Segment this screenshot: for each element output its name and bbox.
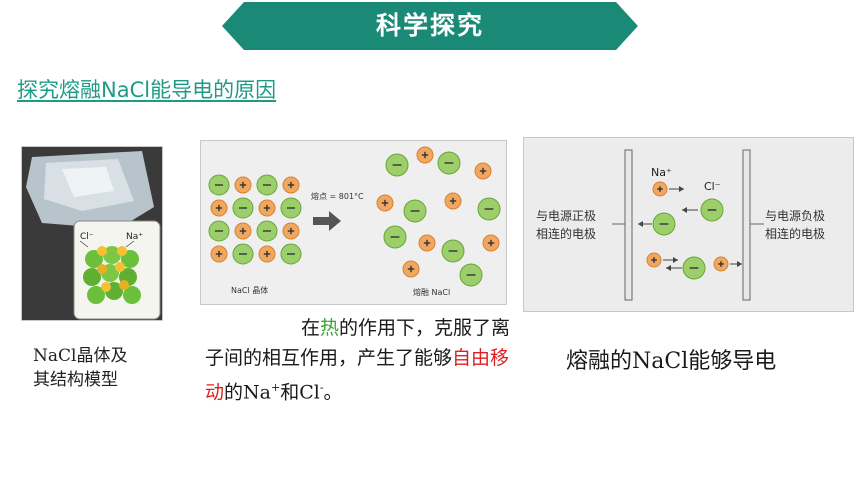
minus-icon xyxy=(280,243,302,265)
heat-highlight: 热 xyxy=(320,317,340,339)
minus-icon xyxy=(441,239,465,263)
minus-icon xyxy=(232,243,254,265)
banner-title: 科学探究 xyxy=(375,11,484,40)
minus-icon xyxy=(280,197,302,219)
cell-na-label: Na⁺ xyxy=(651,166,672,179)
plus-icon xyxy=(646,252,662,268)
free-moving-highlight: 自由移动 xyxy=(205,347,510,404)
plus-icon xyxy=(416,146,434,164)
negative-electrode-label-2: 相连的电极 xyxy=(765,226,825,241)
plus-icon xyxy=(210,245,228,263)
minus-icon xyxy=(208,174,230,196)
minus-icon xyxy=(682,256,706,280)
plus-icon xyxy=(282,176,300,194)
section-subtitle: 探究熔融NaCl能导电的原因 xyxy=(17,78,277,102)
minus-icon xyxy=(700,198,724,222)
minus-icon xyxy=(437,151,461,175)
nacl-crystal-lattice xyxy=(208,174,302,265)
minus-icon xyxy=(232,197,254,219)
arrow-right-icon xyxy=(313,211,341,231)
nacl-crystal-photo: Cl⁻ Na⁺ xyxy=(21,146,163,321)
positive-electrode-label-1: 与电源正极 xyxy=(536,209,596,223)
crystal-na-label: Na⁺ xyxy=(126,232,143,242)
plus-icon xyxy=(402,260,420,278)
arrow-icon xyxy=(638,221,643,227)
plus-icon xyxy=(376,194,394,212)
plus-icon xyxy=(444,192,462,210)
negative-electrode xyxy=(742,149,751,301)
arrow-icon xyxy=(666,265,671,271)
arrow-icon xyxy=(737,261,742,267)
crystal-cl-label: Cl⁻ xyxy=(80,232,94,242)
molten-nacl-label: 熔融 NaCl xyxy=(413,287,450,297)
conduction-caption: 熔融的NaCl能够导电 xyxy=(566,349,777,374)
conduction-diagram: 与电源正极 相连的电极 与电源负极 相连的电极 Na⁺ Cl⁻ xyxy=(523,137,854,312)
plus-icon xyxy=(652,181,668,197)
plus-icon xyxy=(234,222,252,240)
crystal-caption-line-2: 其结构模型 xyxy=(33,370,118,390)
minus-icon xyxy=(256,174,278,196)
minus-icon xyxy=(652,212,676,236)
minus-icon xyxy=(403,199,427,223)
plus-icon xyxy=(234,176,252,194)
negative-electrode-label-1: 与电源负极 xyxy=(765,209,825,223)
crystal-caption-line-1: NaCl晶体及 xyxy=(33,346,128,366)
positive-electrode-label-2: 相连的电极 xyxy=(536,226,596,241)
melting-point-label: 熔点 = 801°C xyxy=(311,191,364,201)
arrow-icon xyxy=(673,257,678,263)
molten-nacl-ions xyxy=(376,146,501,287)
plus-icon xyxy=(258,199,276,217)
crystal-caption: NaCl晶体及 其结构模型 xyxy=(33,344,153,392)
title-banner xyxy=(222,2,638,50)
heat-explanation: 在热的作用下，克服了离子间的相互作用，产生了能够自由移动的Na+和Cl-。 xyxy=(205,317,511,404)
plus-icon xyxy=(418,234,436,252)
arrow-icon xyxy=(682,207,687,213)
cell-cl-label: Cl⁻ xyxy=(704,180,721,193)
plus-icon xyxy=(482,234,500,252)
positive-electrode xyxy=(624,149,633,301)
plus-icon xyxy=(474,162,492,180)
plus-icon xyxy=(258,245,276,263)
minus-icon xyxy=(459,263,483,287)
plus-icon xyxy=(713,256,729,272)
minus-icon xyxy=(383,225,407,249)
minus-icon xyxy=(256,220,278,242)
arrow-icon xyxy=(679,186,684,192)
minus-icon xyxy=(208,220,230,242)
plus-icon xyxy=(282,222,300,240)
nacl-crystal-label: NaCl 晶体 xyxy=(231,285,268,295)
plus-icon xyxy=(210,199,228,217)
minus-icon xyxy=(477,197,501,221)
lattice-model xyxy=(79,240,141,304)
minus-icon xyxy=(385,153,409,177)
melting-diagram: 熔点 = 801°C NaCl 晶体 熔融 NaCl xyxy=(200,140,507,305)
